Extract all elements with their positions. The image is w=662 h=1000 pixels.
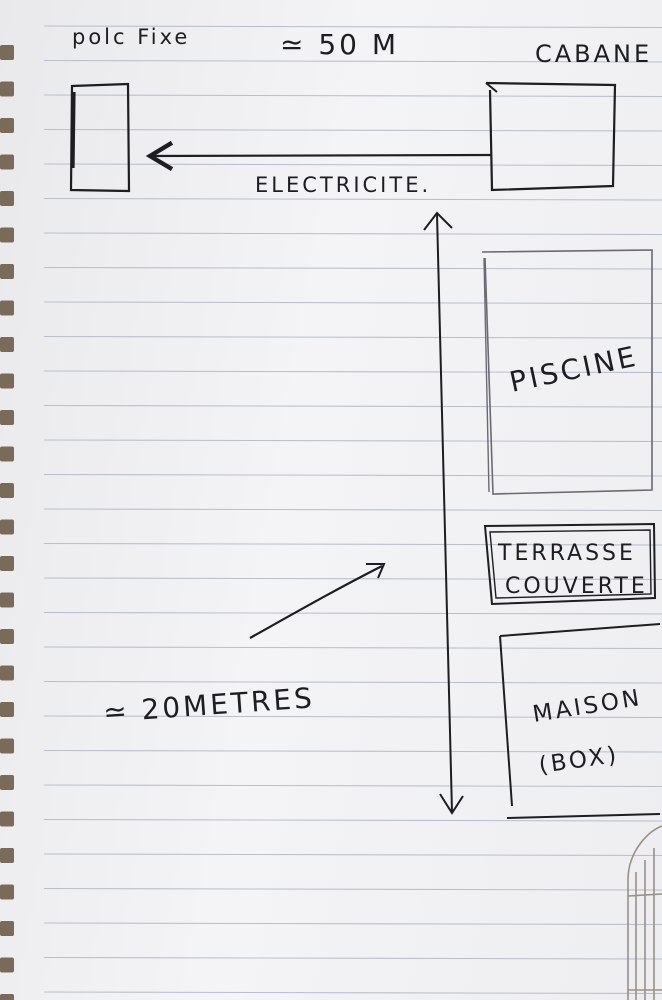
piscine-box — [481, 249, 653, 495]
binding-hole — [0, 81, 14, 97]
binding-hole — [0, 373, 14, 389]
rule-line — [43, 335, 662, 339]
rule-line — [43, 370, 662, 374]
piscine-label: PISCINE — [507, 339, 641, 398]
distance-vertical-label: ≃ 20METRES — [102, 681, 316, 729]
binding-hole — [0, 629, 14, 644]
rule-line — [43, 577, 662, 581]
rule-line — [43, 197, 662, 201]
electricity-label: ELECTRICITE. — [255, 173, 431, 197]
pole-box — [69, 82, 131, 193]
binding-hole — [0, 592, 14, 608]
rule-line — [43, 818, 662, 822]
terrasse-box — [483, 522, 657, 606]
rule-line — [43, 611, 662, 615]
rule-line — [43, 439, 662, 443]
rule-line — [43, 853, 662, 857]
binding-hole — [0, 665, 14, 681]
binding-hole — [0, 519, 14, 535]
binding-hole — [0, 957, 14, 973]
rule-line — [43, 59, 662, 63]
binding-hole — [0, 738, 14, 754]
electricity-arrow — [145, 140, 493, 172]
rule-line — [43, 887, 662, 891]
rule-line — [43, 301, 662, 305]
binding-hole — [0, 884, 14, 900]
rule-line — [43, 94, 662, 98]
rule-line — [43, 956, 662, 960]
binding-hole — [0, 45, 14, 60]
binding-hole — [0, 446, 14, 462]
pole-label: polc Fixe — [72, 25, 190, 49]
binding-hole — [0, 264, 14, 279]
binding-hole — [0, 337, 14, 352]
rule-line — [43, 266, 662, 270]
binding-hole — [0, 483, 14, 498]
cabane-box — [485, 81, 617, 192]
rule-line — [43, 542, 662, 546]
rule-line — [43, 922, 662, 926]
binding-hole — [0, 191, 14, 206]
binding-hole — [0, 118, 14, 133]
rule-line — [43, 25, 662, 29]
distance-top-label: ≃ 50 M — [280, 28, 399, 61]
rule-line — [43, 784, 662, 788]
binding-hole — [0, 410, 14, 425]
rule-line — [43, 991, 662, 995]
pointer-arrow — [249, 563, 386, 639]
binding-hole — [0, 227, 14, 243]
birdcage-drawing — [627, 825, 662, 1000]
binding-hole — [0, 300, 14, 316]
binding-hole — [0, 556, 14, 571]
binding-hole — [0, 702, 14, 717]
maison-box — [499, 623, 661, 819]
rule-line — [43, 232, 662, 236]
rule-line — [43, 473, 662, 477]
binding-hole — [0, 811, 14, 827]
binding-hole — [0, 154, 14, 170]
binding-hole — [0, 775, 14, 790]
binding-hole — [0, 994, 14, 1000]
terrasse-label-line2: COUVERTE — [505, 574, 648, 599]
cabane-label: CABANE — [535, 40, 652, 68]
rule-line — [43, 646, 662, 650]
rule-line — [43, 404, 662, 408]
maison-label-line1: MAISON — [531, 685, 644, 728]
maison-label-line2: (BOX) — [537, 742, 621, 779]
rule-line — [43, 715, 662, 719]
vertical-dimension-arrow — [423, 211, 464, 815]
rule-line — [43, 508, 662, 512]
binding-hole — [0, 848, 14, 863]
rule-line — [43, 680, 662, 684]
rule-line — [43, 128, 662, 132]
rule-line — [43, 749, 662, 753]
binding-hole — [0, 921, 14, 936]
terrasse-label-line1: TERRASSE — [497, 541, 636, 566]
